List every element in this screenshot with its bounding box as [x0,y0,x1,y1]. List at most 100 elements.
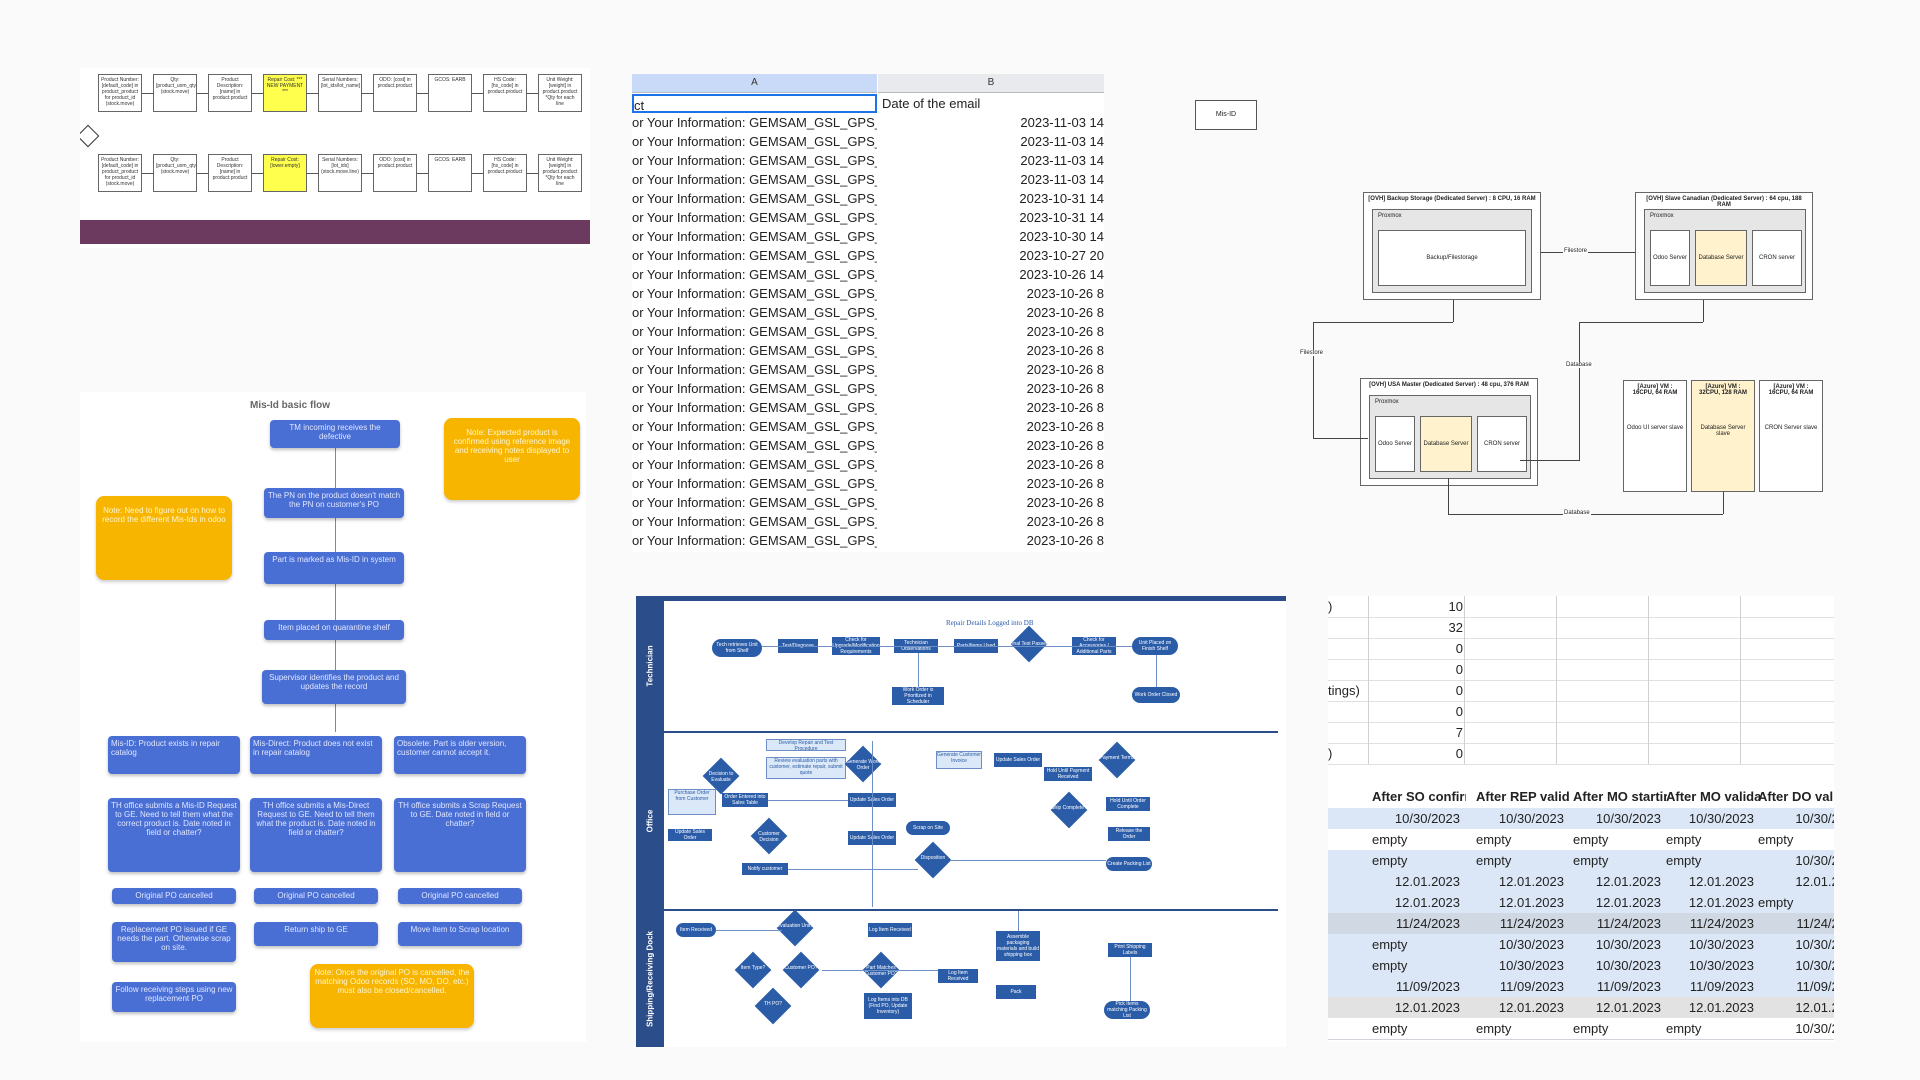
date-cell[interactable]: 2023-10-26 8 [1026,381,1104,396]
count-value[interactable]: 32 [1448,620,1463,635]
subject-cell[interactable]: or Your Information: GEMSAM_GSL_GPS_OU [632,533,877,548]
column-header[interactable]: After MO startir [1573,789,1667,804]
table-cell[interactable]: 10/30/2023 [1688,958,1754,973]
count-row[interactable]: 0 [1328,701,1834,723]
date-cell[interactable]: 2023-10-26 8 [1026,533,1104,548]
table-cell[interactable]: empty [1476,1021,1512,1036]
table-cell[interactable]: 10/30/20 [1795,958,1834,973]
subject-cell[interactable]: or Your Information: GEMSAM_GSL_GPS_OU [632,134,877,149]
count-label[interactable]: tings) [1328,683,1360,698]
email-row[interactable]: or Your Information: GEMSAM_GSL_GPS_OU 20… [632,493,1104,512]
subject-cell[interactable]: or Your Information: GEMSAM_GSL_GPS_OU [632,286,877,301]
table-cell[interactable]: 12.01.2023 [1498,874,1564,889]
table-cell[interactable]: 12.01.2023 [1394,1000,1460,1015]
count-value[interactable]: 0 [1455,704,1463,719]
count-row[interactable]: )0 [1328,743,1834,765]
date-cell[interactable]: 2023-10-26 8 [1026,343,1104,358]
table-row[interactable]: 10/30/2023 10/30/2023 10/30/2023 10/30/2023… [1328,808,1834,830]
header-cell-b[interactable]: Date of the email [882,96,981,111]
count-value[interactable]: 0 [1455,641,1463,656]
table-cell[interactable]: 11/24/2023 [1395,916,1460,931]
date-cell[interactable]: 2023-10-26 8 [1026,495,1104,510]
table-cell[interactable]: 11/09/2023 [1395,979,1460,994]
table-cell[interactable]: 10/30/20 [1795,811,1834,826]
table-cell[interactable]: 10/30/2023 [1688,811,1754,826]
date-cell[interactable]: 2023-10-26 8 [1026,514,1104,529]
subject-cell[interactable]: or Your Information: GEMSAM_GSL_GPS_OU [632,324,877,339]
email-row[interactable]: or Your Information: GEMSAM_GSL_GPS_OU 20… [632,132,1104,151]
column-header[interactable]: After REP valida [1476,789,1570,804]
subject-cell[interactable]: or Your Information: GEMSAM_GSL_GPS_OU [632,305,877,320]
table-cell[interactable]: 12.01.2023 [1595,874,1661,889]
table-cell[interactable]: empty [1758,895,1794,910]
date-cell[interactable]: 2023-10-30 14 [1019,229,1104,244]
table-cell[interactable]: empty [1573,1021,1609,1036]
email-spreadsheet[interactable]: A B ct Date of the email or Your Informa… [632,74,1104,552]
table-cell[interactable]: 12.01.2023 [1688,874,1754,889]
email-row[interactable]: or Your Information: GEMSAM_GSL_GPS_OU 20… [632,379,1104,398]
table-cell[interactable]: 11/09/2023 [1499,979,1564,994]
count-value[interactable]: 10 [1448,599,1463,614]
date-cell[interactable]: 2023-10-27 20 [1019,248,1104,263]
subject-cell[interactable]: or Your Information: GEMSAM_GSL_GPS_OU [632,115,877,130]
count-value[interactable]: 7 [1455,725,1463,740]
date-cell[interactable]: 2023-10-26 8 [1026,438,1104,453]
table-cell[interactable]: empty [1372,853,1408,868]
date-cell[interactable]: 2023-11-03 14 [1020,134,1104,149]
count-row[interactable]: 0 [1328,659,1834,681]
table-cell[interactable]: 12.01.2023 [1498,1000,1564,1015]
date-cell[interactable]: 2023-10-26 8 [1026,286,1104,301]
email-row[interactable]: or Your Information: GEMSAM_GSL_GPS_OU 20… [632,227,1104,246]
subject-cell[interactable]: or Your Information: GEMSAM_GSL_GPS_OU [632,381,877,396]
count-row[interactable]: 0 [1328,638,1834,660]
table-cell[interactable]: 10/30/2023 [1595,811,1661,826]
subject-cell[interactable]: or Your Information: GEMSAM_GSL_GPS_OU [632,495,877,510]
table-cell[interactable]: 11/24/20 [1796,916,1834,931]
column-header[interactable]: After MO valida [1666,789,1760,804]
table-cell[interactable]: 11/24/2023 [1499,916,1564,931]
subject-cell[interactable]: or Your Information: GEMSAM_GSL_GPS_OU [632,514,877,529]
count-row[interactable]: )10 [1328,596,1834,618]
subject-cell[interactable]: or Your Information: GEMSAM_GSL_GPS_OU [632,229,877,244]
table-cell[interactable]: 12.01.20 [1795,874,1834,889]
email-row[interactable]: or Your Information: GEMSAM_GSL_GPS_OU 20… [632,284,1104,303]
subject-cell[interactable]: or Your Information: GEMSAM_GSL_GPS_OU [632,476,877,491]
email-row[interactable]: or Your Information: GEMSAM_GSL_GPS_OU 20… [632,436,1104,455]
table-cell[interactable]: 10/30/2023 [1498,811,1564,826]
subject-cell[interactable]: or Your Information: GEMSAM_GSL_GPS_OU [632,438,877,453]
email-row[interactable]: or Your Information: GEMSAM_GSL_GPS_OU 20… [632,189,1104,208]
date-cell[interactable]: 2023-10-31 14 [1019,191,1104,206]
date-cell[interactable]: 2023-10-31 14 [1019,210,1104,225]
table-cell[interactable]: 10/30/2023 [1394,811,1460,826]
table-cell[interactable]: 11/09/20 [1796,979,1834,994]
table-cell[interactable]: empty [1372,832,1408,847]
count-row[interactable]: 7 [1328,722,1834,744]
table-cell[interactable]: 10/30/2023 [1498,958,1564,973]
table-cell[interactable]: 12.01.2023 [1688,1000,1754,1015]
count-row[interactable]: 32 [1328,617,1834,639]
date-cell[interactable]: 2023-11-03 14 [1020,172,1104,187]
count-value[interactable]: 0 [1455,746,1463,761]
date-cell[interactable]: 2023-10-26 14 [1019,267,1104,282]
table-cell[interactable]: 12.01.2023 [1498,895,1564,910]
subject-cell[interactable]: or Your Information: GEMSAM_GSL_GPS_OU [632,191,877,206]
table-cell[interactable]: empty [1573,853,1609,868]
email-row[interactable]: Your Information: GEMSAM_GSL_GPS_OU2023-… [632,550,1104,552]
date-cell[interactable]: 2023-10-26 8 [1026,457,1104,472]
